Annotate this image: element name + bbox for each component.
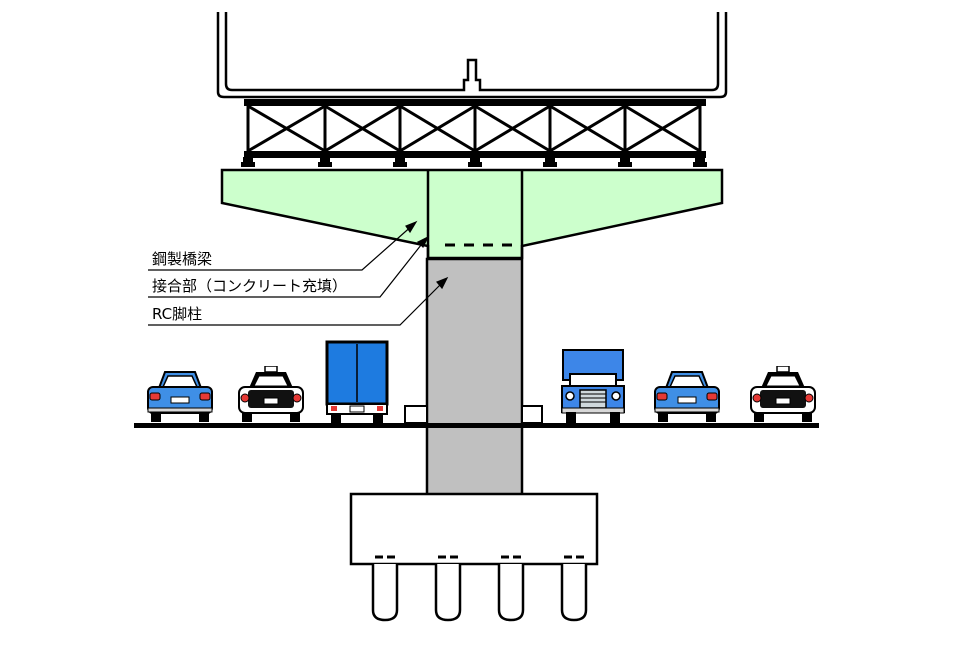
deck-slab	[216, 12, 728, 99]
bearing-plate	[318, 162, 332, 167]
bearing	[620, 157, 630, 163]
bearing	[470, 157, 480, 163]
sedan-icon	[147, 371, 213, 423]
truss-diagonal	[624, 104, 701, 153]
taxi-icon	[238, 366, 304, 423]
pile	[371, 564, 399, 622]
truss-diagonal	[247, 104, 326, 153]
bearing	[695, 157, 705, 163]
box-truck-icon	[325, 340, 389, 426]
bearing	[545, 157, 555, 163]
truss-diagonal	[549, 104, 626, 153]
sedan-icon	[654, 371, 720, 423]
bearing-plate	[543, 162, 557, 167]
rc-pier-column	[425, 257, 524, 497]
bearing	[395, 157, 405, 163]
bearing-plate	[468, 162, 482, 167]
footing	[349, 492, 599, 566]
piles	[371, 555, 588, 622]
bearing	[320, 157, 330, 163]
taxi-icon	[750, 366, 816, 423]
curb-right	[521, 405, 543, 424]
truck-icon	[560, 348, 626, 426]
label-steel-girder: 鋼製橋梁	[152, 250, 212, 268]
bearing-plate	[618, 162, 632, 167]
truss-diagonal	[324, 104, 401, 153]
truss-diagonal	[399, 104, 476, 153]
bearing-plate	[393, 162, 407, 167]
bearing	[243, 157, 253, 163]
label-rc-pier: RC脚柱	[152, 305, 202, 323]
curb-left	[404, 405, 428, 424]
pile	[560, 564, 588, 622]
pile	[434, 564, 462, 622]
truss-diagonal	[474, 104, 551, 153]
bearing-plate	[241, 162, 255, 167]
steel-girder	[241, 99, 707, 167]
label-joint: 接合部（コンクリート充填）	[152, 277, 347, 295]
bearing-plate	[693, 162, 707, 167]
pile	[497, 564, 525, 622]
road-surface	[134, 423, 819, 428]
leader-lines	[148, 220, 449, 326]
